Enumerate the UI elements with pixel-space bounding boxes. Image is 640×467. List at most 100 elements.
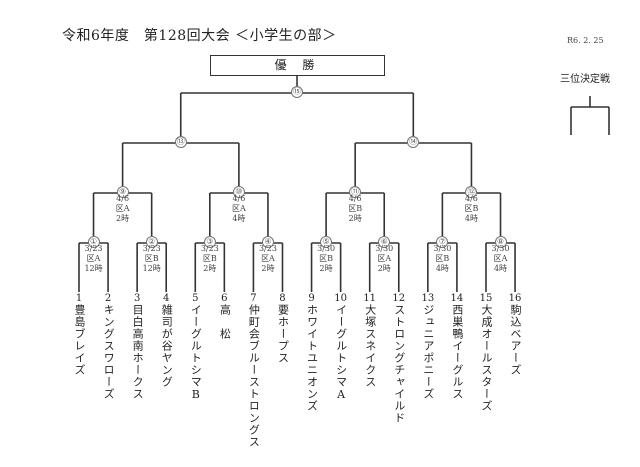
team-name: 高 松 [218, 304, 232, 340]
quarterfinal-12-number: ⑫ [465, 186, 478, 198]
quarterfinal-9-number: ⑨ [116, 186, 129, 198]
match-date: 3/30 [375, 244, 394, 253]
match-area: 区B [435, 254, 450, 263]
match-area: 区A [115, 204, 130, 213]
match-date: 3/23 [84, 244, 103, 253]
match-time: 4時 [232, 214, 246, 223]
round1-match-5-number: ⑤ [320, 236, 333, 248]
match-date: 3/23 [200, 244, 219, 253]
team-name: ホワイトユニオンズ [305, 304, 319, 412]
team-name: ストロングチャイルド [392, 304, 406, 424]
match-area: 区B [144, 254, 159, 263]
team-number: 13 [421, 293, 435, 304]
round1-match-6-number: ⑥ [378, 236, 391, 248]
team-number: 6 [221, 293, 228, 304]
match-date: 4/6 [348, 194, 362, 203]
semifinal-13-number: ⑬ [174, 136, 187, 148]
team-name: 目白高南ホークス [131, 304, 145, 400]
match-time: 2時 [348, 214, 362, 223]
team-number: 10 [334, 293, 347, 304]
match-time: 2時 [116, 214, 130, 223]
team-name: 大成オールスターズ [479, 304, 493, 412]
match-time: 2時 [377, 264, 391, 273]
match-date: 3/30 [433, 244, 452, 253]
match-date: 3/23 [258, 244, 277, 253]
team-number: 3 [133, 293, 141, 304]
match-date: 3/30 [317, 244, 336, 253]
semifinal-14-number: ⑭ [407, 136, 420, 148]
match-time: 4時 [464, 214, 478, 223]
team-name: 駒込ベアーズ [509, 304, 523, 376]
team-number: 5 [192, 293, 199, 304]
match-area: 区A [377, 254, 392, 263]
document-date: R6. 2. 25 [567, 36, 604, 45]
match-date: 3/23 [142, 244, 161, 253]
round1-match-3-number: ③ [203, 236, 216, 248]
match-time: 2時 [261, 264, 275, 273]
round1-match-4-number: ④ [261, 236, 274, 248]
match-area: 区A [86, 254, 101, 263]
team-number: 14 [450, 293, 464, 304]
round1-match-7-number: ⑦ [436, 236, 449, 248]
team-name: 大塚スネイクス [363, 304, 377, 388]
round1-match-1-number: ① [87, 236, 100, 248]
match-time: 2時 [203, 264, 217, 273]
team-number: 8 [279, 293, 286, 304]
match-date: 4/6 [465, 194, 478, 203]
round1-match-8-number: ⑧ [494, 236, 507, 248]
team-number: 16 [508, 293, 522, 304]
match-time: 4時 [435, 264, 449, 273]
team-number: 4 [163, 293, 170, 304]
team-number: 7 [250, 293, 257, 304]
team-number: 9 [308, 293, 315, 304]
team-name: 仲町会ブルーストロングス [247, 304, 261, 448]
team-name: 雑司が谷ヤング [160, 304, 174, 388]
team-name: キングスワローズ [102, 304, 116, 400]
quarterfinal-11-number: ⑪ [349, 186, 362, 198]
match-area: 区B [319, 254, 334, 263]
match-time: 4時 [493, 264, 508, 273]
team-number: 11 [363, 293, 377, 304]
third-place-label: 三位決定戦 [560, 74, 610, 85]
page-title: 令和6年度 第128回大会 ＜小学生の部＞ [62, 28, 337, 44]
team-number: 2 [104, 293, 112, 304]
team-name: イーグルトシマA [334, 304, 348, 402]
match-date: 3/30 [491, 244, 510, 253]
team-number: 1 [75, 293, 83, 304]
quarterfinal-10-number: ⑩ [232, 186, 245, 198]
match-area: 区A [261, 254, 275, 263]
team-name: イーグルトシマB [189, 304, 203, 402]
match-date: 4/6 [116, 194, 130, 203]
match-area: 区A [231, 204, 246, 213]
match-area: 区B [202, 254, 217, 263]
match-time: 12時 [142, 264, 161, 273]
team-name: 豊島ブレイズ [73, 304, 86, 376]
match-time: 12時 [84, 264, 103, 273]
team-number: 15 [479, 293, 493, 304]
match-date: 4/6 [232, 194, 246, 203]
